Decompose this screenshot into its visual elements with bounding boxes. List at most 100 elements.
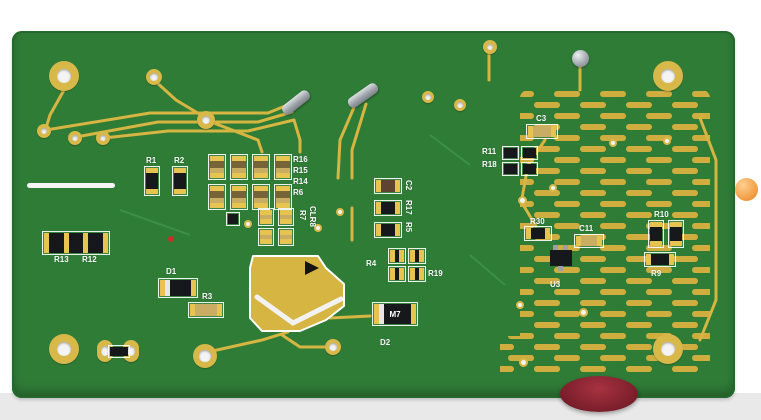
component-body (280, 235, 292, 239)
mounting-hole-top-right (653, 61, 683, 91)
component-body (280, 215, 292, 219)
solder-pad (210, 186, 224, 191)
resistor-r18-group (502, 162, 519, 176)
component-body (254, 161, 268, 173)
red-indicator-dot (168, 236, 174, 242)
component-body (504, 164, 517, 174)
capacitor-c2 (374, 178, 402, 194)
silkscreen-label-r3: R3 (202, 292, 213, 301)
solder-pad (190, 304, 195, 316)
component-body (260, 215, 272, 219)
solder-pad (399, 250, 404, 262)
solder-pad (376, 224, 381, 236)
solder-pad (280, 239, 292, 244)
silkscreen-label-r2: R2 (174, 156, 185, 165)
component-body (533, 126, 551, 137)
resistor-r9 (644, 252, 676, 267)
solder-pad (210, 173, 224, 178)
through-hole (325, 339, 341, 355)
component-body (504, 148, 517, 158)
silkscreen-label-r10: R10 (654, 210, 669, 219)
capacitor-c3 (526, 124, 558, 139)
resistor-r10-group (668, 220, 684, 248)
component-body (651, 254, 669, 265)
solder-pad (280, 210, 292, 215)
resistor-r30 (524, 226, 552, 241)
component-body (670, 227, 682, 241)
solder-pad (410, 250, 415, 262)
solder-pad (276, 203, 290, 208)
through-hole (37, 124, 51, 138)
solder-pad (411, 304, 416, 324)
silkscreen-label-r4: R4 (366, 259, 377, 268)
resistor-r4-group (408, 248, 426, 264)
component-body (550, 250, 572, 266)
component-body (650, 227, 662, 241)
solder-pad (103, 233, 109, 253)
metal-standoff (572, 50, 589, 67)
via (336, 208, 344, 216)
solder-pad (260, 239, 272, 244)
capacitor-r7-group (278, 208, 294, 226)
solder-pad (276, 173, 290, 178)
solder-pad (576, 236, 581, 246)
silkscreen-label-r14: R14 (293, 177, 308, 186)
solder-pad (210, 156, 224, 161)
through-hole (68, 131, 82, 145)
solder-pad (646, 254, 651, 265)
through-hole (96, 131, 110, 145)
component-body (415, 250, 419, 262)
solder-pad (217, 304, 222, 316)
component-body (523, 148, 536, 158)
via (516, 301, 524, 309)
capacitor (230, 154, 248, 180)
component-body (381, 202, 395, 214)
resistor-r2 (172, 166, 188, 196)
solder-pad (232, 203, 246, 208)
silkscreen-label-r11: R11 (482, 147, 497, 156)
via (609, 139, 617, 147)
silkscreen-label-r7: R7 (298, 210, 307, 221)
component-body (260, 235, 272, 239)
silkscreen-label-r1: R1 (146, 156, 157, 165)
capacitor (230, 184, 248, 210)
solder-pad (83, 233, 89, 253)
solder-pad (395, 180, 400, 192)
component-body (531, 228, 545, 239)
solder-pad (669, 254, 674, 265)
resistor-r5 (374, 222, 402, 238)
component-body (232, 161, 246, 173)
solder-pad (146, 189, 158, 194)
silkscreen-label-r17: R17 (404, 200, 413, 215)
solder-pad (526, 228, 531, 239)
solder-pad (254, 186, 268, 191)
component-body (68, 233, 84, 253)
silkscreen-label-c2: C2 (404, 180, 413, 191)
capacitor (252, 184, 270, 210)
solder-pad (551, 126, 556, 137)
solder-pad (670, 241, 682, 246)
solder-pad (670, 222, 682, 227)
resistor-r3 (188, 302, 224, 318)
mounting-hole-bottom-right (653, 334, 683, 364)
component-body (254, 191, 268, 203)
diode-d2: M7 (372, 302, 418, 326)
silkscreen-label-d1: D1 (166, 267, 177, 276)
transistor-u3 (550, 250, 572, 266)
silkscreen-label-clr8: CLR8 (308, 206, 317, 227)
component-body (276, 161, 290, 173)
solder-pad (232, 173, 246, 178)
silkscreen-label-r18: R18 (482, 160, 497, 169)
solder-pad (390, 250, 395, 262)
orange-marker (735, 178, 758, 201)
component-body (523, 164, 536, 174)
capacitor-r7-group (258, 228, 274, 246)
diode-d2-marking: M7 (389, 309, 401, 319)
silkscreen-label-c11: C11 (579, 224, 594, 233)
solder-pad (399, 268, 404, 280)
solder-pad (276, 186, 290, 191)
solder-pad (376, 202, 381, 214)
silkscreen-label-r12: R12 (82, 255, 97, 264)
component-body (88, 233, 104, 253)
capacitor-c11 (574, 234, 604, 248)
